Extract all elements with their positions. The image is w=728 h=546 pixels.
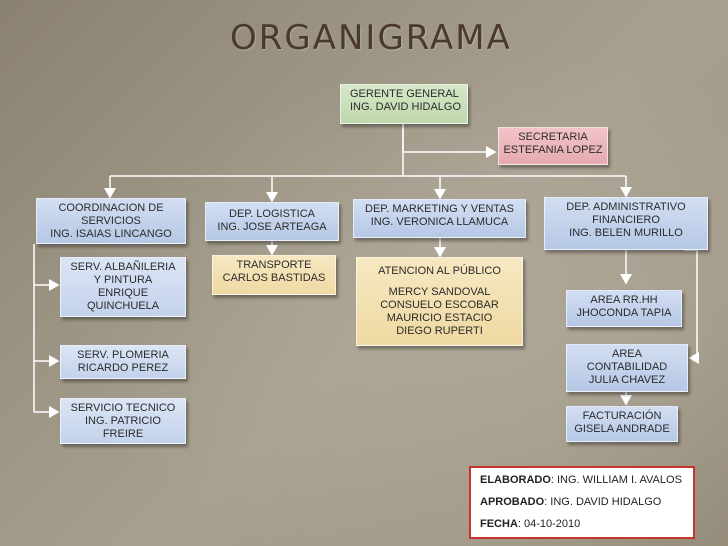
node-serv-plomeria: SERV. PLOMERIA RICARDO PEREZ bbox=[60, 345, 186, 379]
node-atencion-publico: ATENCION AL PÚBLICO MERCY SANDOVAL CONSU… bbox=[356, 257, 523, 346]
elaborado-label: ELABORADO bbox=[480, 474, 551, 486]
connector-areas-right bbox=[684, 249, 699, 364]
page-title: ORGANIGRAMA bbox=[230, 18, 512, 58]
aprobado-value: : ING. DAVID HIDALGO bbox=[544, 496, 662, 508]
elaborado-row: ELABORADO: ING. WILLIAM I. AVALOS bbox=[480, 474, 693, 496]
node-dep-logistica: DEP. LOGISTICA ING. JOSE ARTEAGA bbox=[205, 202, 339, 241]
node-dep-administrativo: DEP. ADMINISTRATIVO FINANCIERO ING. BELE… bbox=[544, 197, 708, 250]
approval-box: ELABORADO: ING. WILLIAM I. AVALOS APROBA… bbox=[469, 466, 695, 539]
node-servicio-tecnico: SERVICIO TECNICO ING. PATRICIO FREIRE bbox=[60, 398, 186, 444]
fecha-value: : 04-10-2010 bbox=[517, 518, 581, 530]
node-area-contabilidad: AREA CONTABILIDAD JULIA CHAVEZ bbox=[566, 344, 688, 392]
node-area-rrhh: AREA RR.HH JHOCONDA TAPIA bbox=[566, 290, 682, 327]
aprobado-label: APROBADO bbox=[480, 496, 545, 508]
aprobado-row: APROBADO: ING. DAVID HIDALGO bbox=[480, 496, 693, 518]
fecha-label: FECHA bbox=[480, 518, 518, 530]
fecha-row: FECHA: 04-10-2010 bbox=[480, 518, 693, 540]
node-facturacion: FACTURACIÓN GISELA ANDRADE bbox=[566, 406, 678, 442]
node-dep-marketing: DEP. MARKETING Y VENTAS ING. VERONICA LL… bbox=[353, 199, 526, 238]
elaborado-value: : ING. WILLIAM I. AVALOS bbox=[550, 474, 682, 486]
connector-gerente-secretaria bbox=[402, 124, 497, 158]
node-secretaria: SECRETARIA ESTEFANIA LOPEZ bbox=[498, 127, 608, 165]
node-serv-albanileria: SERV. ALBAÑILERIA Y PINTURA ENRIQUE QUIN… bbox=[60, 257, 186, 317]
node-gerente-general: GERENTE GENERAL ING. DAVID HIDALGO bbox=[340, 84, 468, 124]
node-coordinacion-servicios: COORDINACION DE SERVICIOS ING. ISAIAS LI… bbox=[36, 198, 186, 244]
node-transporte: TRANSPORTE CARLOS BASTIDAS bbox=[212, 255, 336, 295]
